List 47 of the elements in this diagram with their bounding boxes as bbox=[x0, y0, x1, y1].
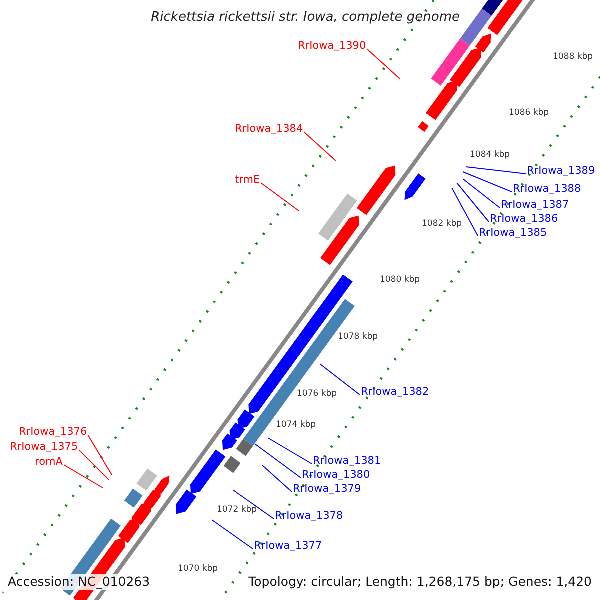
leader-line bbox=[260, 182, 300, 212]
gene-label: RrIowa_1379 bbox=[293, 483, 362, 496]
leader-line bbox=[268, 438, 312, 464]
gene-label: RrIowa_1377 bbox=[254, 540, 322, 553]
tick-label: 1088 kbp bbox=[553, 52, 594, 62]
tick-label: 1082 kbp bbox=[422, 219, 462, 229]
leader-line bbox=[304, 132, 336, 162]
gene-label: romA bbox=[35, 456, 63, 469]
leader-line bbox=[466, 166, 526, 174]
tick-label: 1084 kbp bbox=[470, 150, 510, 160]
gene-label: trmE bbox=[235, 174, 260, 187]
gene-label: RrIowa_1376 bbox=[19, 426, 88, 439]
gene-label: RrIowa_1382 bbox=[361, 386, 430, 399]
leader-line bbox=[452, 188, 478, 236]
leader-line bbox=[212, 520, 254, 550]
leader-line bbox=[320, 364, 360, 396]
gene-label: RrIowa_1388 bbox=[513, 183, 582, 196]
gene-label: RrIowa_1378 bbox=[275, 510, 344, 523]
tick-label: 1070 kbp bbox=[178, 564, 218, 574]
leader-line bbox=[262, 464, 292, 492]
gene-label: RrIowa_1386 bbox=[490, 213, 558, 226]
gene-label: RrIowa_1384 bbox=[235, 123, 304, 136]
leader-line bbox=[254, 444, 302, 478]
gene-label: RrIowa_1375 bbox=[10, 441, 78, 454]
gene-label: RrIowa_1381 bbox=[313, 455, 382, 468]
leader-line bbox=[78, 450, 110, 480]
tick-label: 1086 kbp bbox=[509, 108, 550, 118]
gene-label: RrIowa_1389 bbox=[527, 165, 596, 178]
accession-text: Accession: NC_010263 bbox=[8, 574, 150, 590]
gene-label: RrIowa_1385 bbox=[479, 227, 548, 240]
leader-line bbox=[462, 172, 512, 192]
tick-label: 1072 kbp bbox=[217, 505, 258, 515]
tick-label: 1080 kbp bbox=[380, 275, 420, 285]
leader-line bbox=[232, 490, 274, 520]
gene-label: RrIowa_1387 bbox=[501, 199, 570, 212]
tick-label: 1078 kbp bbox=[338, 332, 378, 342]
leader-line bbox=[456, 182, 490, 222]
leader-line bbox=[366, 48, 400, 80]
leader-line bbox=[462, 178, 500, 208]
gene-label: RrIowa_1390 bbox=[298, 40, 366, 53]
tick-label: 1074 kbp bbox=[276, 420, 316, 430]
map-title: Rickettsia rickettsii str. Iowa, complete genome bbox=[151, 10, 460, 25]
genome-info-text: Topology: circular; Length: 1,268,175 bp; Genes: 1,420 bbox=[248, 574, 592, 590]
tick-label: 1076 kbp bbox=[297, 389, 338, 399]
leader-line bbox=[88, 434, 112, 476]
gene-label: RrIowa_1380 bbox=[302, 469, 370, 482]
leader-line bbox=[64, 464, 104, 488]
